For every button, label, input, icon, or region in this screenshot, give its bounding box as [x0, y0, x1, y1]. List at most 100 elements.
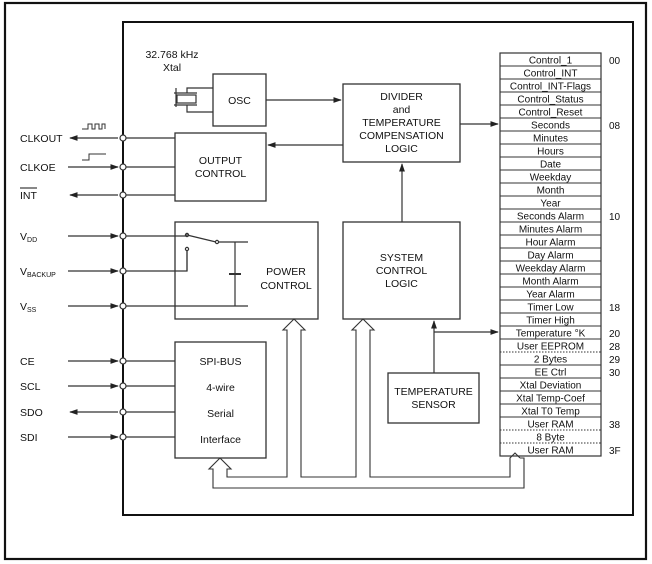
register-row: Seconds 08	[500, 117, 621, 132]
register-row: Year Alarm	[500, 286, 601, 301]
xtal-group: 32.768 kHz Xtal	[145, 49, 213, 113]
chip-boundary	[122, 21, 634, 516]
register-label: Control_INT-Flags	[510, 82, 591, 93]
spi-label-line: 4-wire	[206, 382, 235, 394]
output-control-label-line: CONTROL	[195, 168, 246, 180]
register-row: User EEPROM 28	[500, 338, 621, 353]
spi-label-line: Interface	[200, 434, 241, 446]
register-label: Control_1	[529, 56, 573, 67]
system-control-label-line: LOGIC	[385, 278, 418, 290]
register-row: Xtal T0 Temp	[500, 403, 601, 418]
pin-terminal	[119, 232, 127, 240]
register-row: Minutes	[500, 130, 601, 145]
register-row: Control_Status	[500, 91, 601, 106]
bus-inner-contour	[219, 318, 521, 478]
register-label: Seconds	[531, 121, 570, 132]
register-row: Month Alarm	[500, 273, 601, 288]
register-address: 38	[609, 420, 621, 431]
output-control-block	[174, 132, 267, 202]
register-address: 10	[609, 212, 621, 223]
pin-clkoe: CLKOE	[20, 153, 175, 174]
register-label: Minutes	[533, 134, 568, 145]
register-row: Weekday	[500, 169, 601, 184]
temp-sensor-label-line: SENSOR	[411, 399, 456, 411]
divider-label-line: COMPENSATION	[359, 130, 443, 142]
register-label: Month	[537, 186, 565, 197]
pin-terminal	[119, 134, 127, 142]
clock-waveform-icon	[82, 123, 106, 130]
pin-label-subscript: SS	[27, 307, 37, 314]
xtal-label-line1: 32.768 kHz	[145, 49, 198, 61]
register-row: Date	[500, 156, 601, 171]
output-control-label-line: OUTPUT	[199, 155, 243, 167]
register-row: Xtal Temp-Coef	[500, 390, 601, 405]
register-label: Hours	[537, 147, 564, 158]
register-label: Weekday Alarm	[516, 264, 586, 275]
pin-label-subscript: DD	[27, 237, 37, 244]
pin-vdd: VDD	[20, 231, 188, 244]
internal-wire	[126, 251, 188, 272]
register-label: User RAM	[527, 420, 573, 431]
pin-vbackup: VBACKUP	[20, 251, 188, 279]
pin-label: INT	[20, 190, 38, 202]
system-control-label-line: CONTROL	[376, 265, 427, 277]
pin-terminal	[119, 302, 127, 310]
system-control-block	[342, 221, 461, 320]
pin-label: VDD	[20, 231, 37, 244]
register-row: Minutes Alarm	[500, 221, 601, 236]
register-label: 2 Bytes	[534, 355, 567, 366]
register-label: User RAM	[527, 446, 573, 457]
pin-terminal	[119, 433, 127, 441]
pin-int: INT	[20, 187, 175, 202]
register-row: Day Alarm	[500, 247, 601, 262]
register-address: 28	[609, 342, 621, 353]
register-label: Timer High	[526, 316, 575, 327]
register-row: Timer Low 18	[500, 299, 621, 314]
spi-label-line: SPI-BUS	[199, 356, 241, 368]
xtal-label-line2: Xtal	[163, 62, 181, 74]
bus-lines	[207, 318, 525, 489]
register-label: Timer Low	[527, 303, 574, 314]
pin-clkout: CLKOUT	[20, 123, 175, 145]
register-row: Year	[500, 195, 601, 210]
pin-terminal	[119, 267, 127, 275]
pin-terminal	[119, 191, 127, 199]
register-label: Year	[540, 199, 561, 210]
register-row: Timer High	[500, 312, 601, 327]
register-address: 20	[609, 329, 621, 340]
register-label: Day Alarm	[527, 251, 573, 262]
spi-block	[174, 341, 267, 459]
divider-label-line: LOGIC	[385, 143, 418, 155]
register-label: Month Alarm	[522, 277, 578, 288]
register-row: Month	[500, 182, 601, 197]
register-address: 18	[609, 303, 621, 314]
register-address: 08	[609, 121, 621, 132]
internal-wire	[126, 233, 188, 237]
divider-block	[342, 83, 461, 163]
pin-label: VSS	[20, 301, 37, 314]
divider-label-line: TEMPERATURE	[362, 117, 441, 129]
pin-terminal	[119, 357, 127, 365]
osc-label: OSC	[228, 95, 251, 107]
pin-ce: CE	[20, 356, 175, 368]
pin-label: CLKOUT	[20, 133, 63, 145]
spi-label-line: Serial	[207, 408, 234, 420]
register-label: Xtal Deviation	[520, 381, 582, 392]
divider-label-line: DIVIDER	[380, 91, 423, 103]
register-label: User EEPROM	[517, 342, 584, 353]
pin-label: SDI	[20, 432, 38, 444]
bus-outer-contour	[207, 457, 525, 489]
register-label: Hour Alarm	[525, 238, 575, 249]
pin-terminal	[119, 163, 127, 171]
power-control-label-line: CONTROL	[260, 280, 311, 292]
register-address: 3F	[609, 446, 621, 457]
register-row: Hour Alarm	[500, 234, 601, 249]
outer-frame	[3, 1, 648, 561]
